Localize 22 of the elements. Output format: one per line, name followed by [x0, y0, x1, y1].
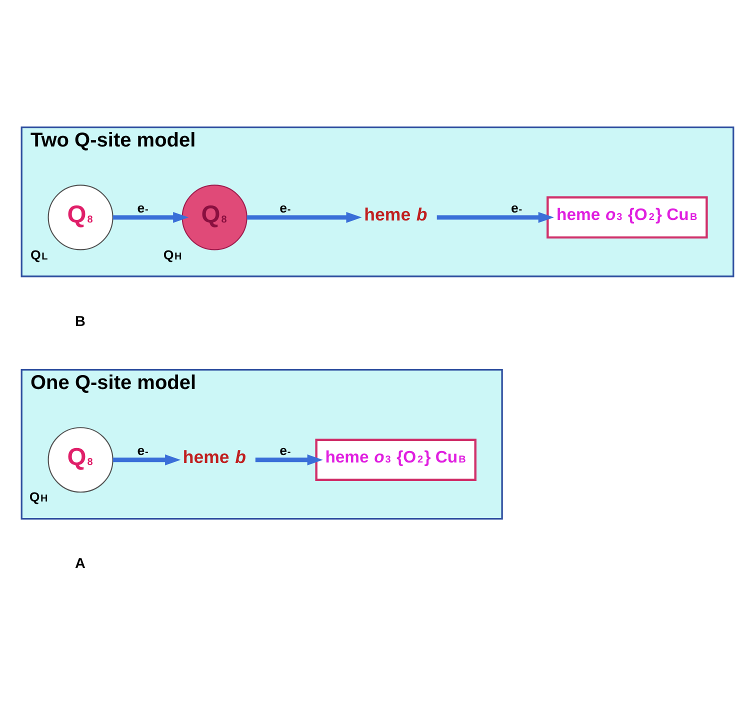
node-circle: Q8 [48, 184, 114, 250]
node-box: heme o3 {O2} CuB [546, 196, 708, 239]
label: B [74, 314, 86, 330]
edge-label: e- [280, 442, 291, 458]
node-text: heme b [182, 446, 246, 467]
label: A [74, 556, 86, 572]
arrow [112, 454, 181, 466]
node-text: heme b [364, 204, 428, 225]
arrow [112, 212, 189, 223]
node-box: heme o3 {O2} CuB [315, 438, 476, 481]
node-label: QL [30, 247, 48, 262]
arrow [436, 212, 554, 223]
node-circle: Q8 [48, 427, 114, 493]
arrow [255, 454, 323, 466]
edge-label: e- [280, 200, 291, 216]
arrow [246, 212, 362, 223]
node-label: QH [29, 490, 48, 505]
edge-label: e- [137, 200, 148, 216]
edge-label: e- [137, 442, 148, 458]
node-label: QH [163, 247, 182, 262]
edge-label: e- [510, 200, 522, 216]
node-circle: Q8 [182, 184, 248, 250]
